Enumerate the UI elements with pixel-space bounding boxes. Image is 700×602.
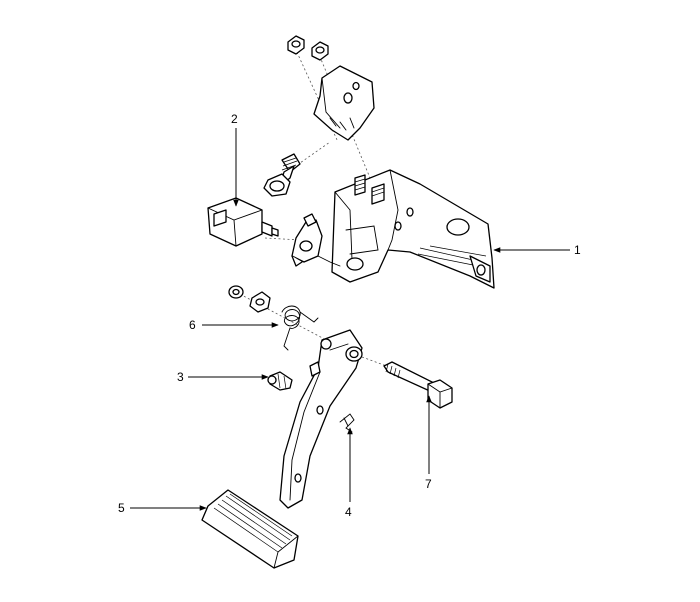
switch-bracket	[291, 213, 341, 267]
callout-4-label: 4	[345, 505, 352, 519]
callout-3-label: 3	[177, 370, 184, 384]
callout-1-label: 1	[574, 243, 581, 257]
pedal-bracket	[331, 169, 495, 289]
pedal-pin	[267, 371, 293, 391]
callout-5: 5	[118, 501, 207, 515]
callout-7-label: 7	[425, 477, 432, 491]
retaining-clip	[339, 413, 355, 433]
stop-lamp-switch	[207, 197, 279, 247]
callout-5-label: 5	[118, 501, 125, 515]
callout-6: 6	[189, 318, 279, 332]
washer-and-bushing	[228, 285, 271, 313]
mounting-bolt	[263, 153, 301, 197]
callout-2-label: 2	[231, 112, 238, 126]
pedal-pad	[201, 489, 299, 569]
callout-7: 7	[425, 395, 432, 491]
callout-2: 2	[231, 112, 239, 207]
pivot-bolt	[383, 361, 453, 409]
callout-3: 3	[177, 370, 269, 384]
callout-6-label: 6	[189, 318, 196, 332]
upper-support-bracket	[313, 65, 375, 141]
callout-4: 4	[345, 427, 353, 519]
pedal-arm	[279, 329, 363, 509]
return-spring	[281, 305, 319, 351]
mounting-nuts	[287, 35, 329, 61]
callout-1: 1	[493, 243, 581, 257]
